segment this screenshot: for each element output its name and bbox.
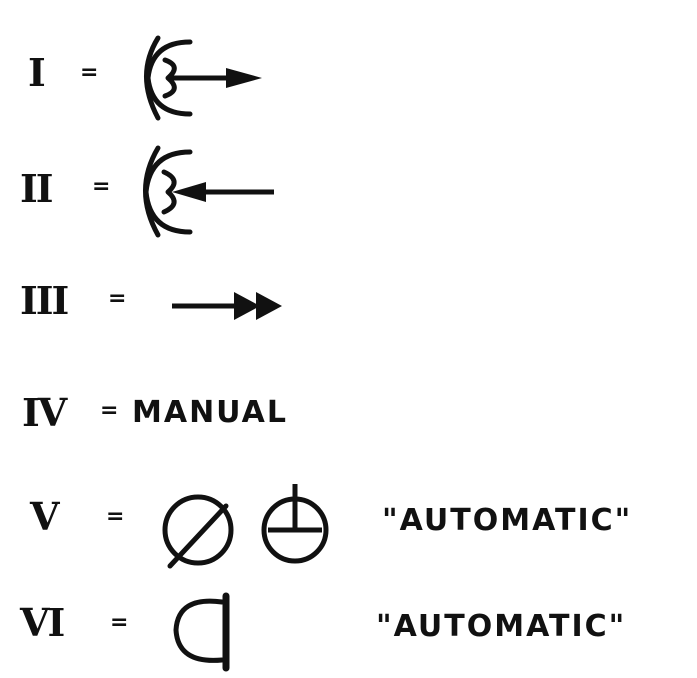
numeral-iv: IV (22, 390, 67, 435)
legend-row-4: IV = MANUAL (0, 370, 697, 460)
equals-sign: = (110, 610, 129, 635)
circle-bar-icon (173, 592, 230, 672)
double-arrow-icon (172, 292, 282, 320)
automatic-label: "AUTOMATIC" (382, 503, 633, 538)
legend-row-5: V = "AUTOMATIC" (0, 472, 697, 569)
legend-row-2: II = (0, 140, 697, 238)
equals-sign: = (92, 174, 111, 199)
equals-sign: = (100, 398, 119, 423)
legend-row-1: I = (0, 30, 697, 121)
numeral-iii: III (20, 278, 69, 323)
eye-arrow-in-icon (143, 145, 274, 238)
numeral-ii: II (20, 166, 54, 211)
manual-label: MANUAL (132, 395, 288, 430)
equals-sign: = (80, 60, 99, 85)
equals-sign: = (106, 504, 125, 529)
equals-sign: = (108, 286, 127, 311)
legend-row-3: III = (0, 260, 697, 350)
numeral-i: I (28, 50, 46, 95)
legend-row-6: VI = "AUTOMATIC" (0, 576, 697, 672)
eye-arrow-out-icon (144, 35, 262, 121)
circle-t-icon (261, 484, 329, 564)
numeral-vi: VI (20, 600, 65, 645)
slashed-circle-icon (162, 494, 234, 569)
automatic-label: "AUTOMATIC" (376, 609, 627, 644)
numeral-v: V (30, 494, 60, 539)
